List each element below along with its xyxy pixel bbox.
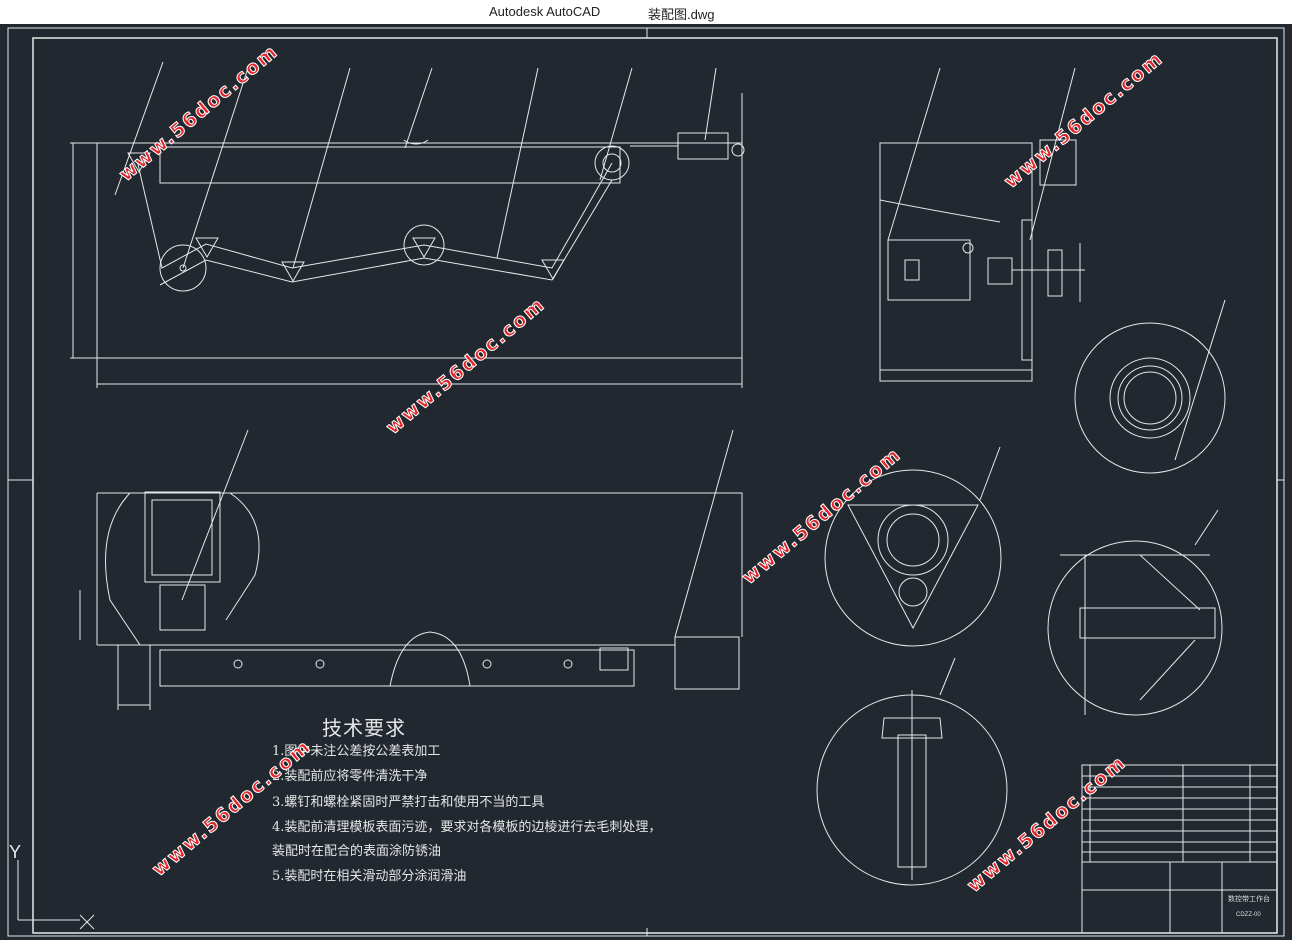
ucs-y-label: Y (9, 842, 22, 862)
top-view (79, 429, 743, 710)
title-block-drawing-name: 数控带工作台 (1228, 896, 1270, 903)
window-titlebar: Autodesk AutoCAD 装配图.dwg (0, 0, 1292, 24)
side-view (879, 67, 1085, 382)
detail-IV (1047, 509, 1223, 716)
app-name: Autodesk AutoCAD (489, 4, 601, 19)
note-line: 3.螺钉和螺栓紧固时严禁打击和使用不当的工具 (272, 795, 545, 810)
title-block (1081, 764, 1278, 934)
file-name-tab[interactable]: 装配图.dwg (648, 7, 715, 22)
drawing-canvas[interactable]: 技术要求 1.图中未注公差按公差表加工 2.装配前应将零件清洗干净 3.螺钉和螺… (0, 24, 1292, 940)
drawing-svg (7, 27, 1285, 937)
note-line: 5.装配时在相关滑动部分涂润滑油 (272, 869, 467, 884)
detail-III (816, 657, 1008, 886)
detail-II (1074, 299, 1226, 474)
ucs-icon (17, 860, 95, 930)
note-line: 4.装配前清理模板表面污迹，要求对各模板的边棱进行去毛刺处理， (272, 820, 662, 835)
detail-I (824, 446, 1002, 647)
front-view (70, 61, 745, 388)
outer-frame (7, 27, 1285, 937)
inner-frame (32, 37, 1278, 934)
note-line: 1.图中未注公差按公差表加工 (272, 744, 441, 759)
note-line: 装配时在配合的表面涂防锈油 (272, 844, 442, 859)
title-block-drawing-no: CDZZ-00 (1236, 912, 1261, 918)
tech-requirements-title: 技术要求 (322, 716, 406, 740)
note-line: 2.装配前应将零件清洗干净 (272, 769, 428, 784)
